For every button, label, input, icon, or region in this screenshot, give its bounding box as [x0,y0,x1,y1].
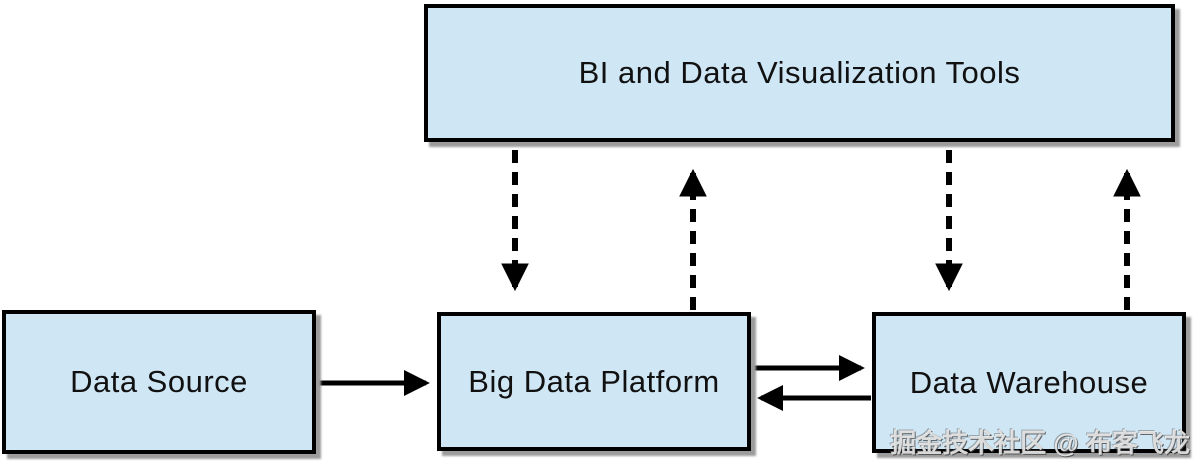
node-data-source: Data Source [2,310,316,454]
node-label-big-data-platform: Big Data Platform [468,363,720,399]
node-label-data-warehouse: Data Warehouse [909,364,1149,400]
watermark-text: 掘金技术社区 @ 布客飞龙 [890,428,1190,458]
node-label-bi-tools: BI and Data Visualization Tools [578,55,1021,90]
node-data-warehouse: Data Warehouse [872,312,1186,453]
node-bi-and-data-visualization-tools: BI and Data Visualization Tools [424,4,1175,142]
node-label-data-source: Data Source [70,364,248,399]
node-big-data-platform: Big Data Platform [437,312,751,451]
